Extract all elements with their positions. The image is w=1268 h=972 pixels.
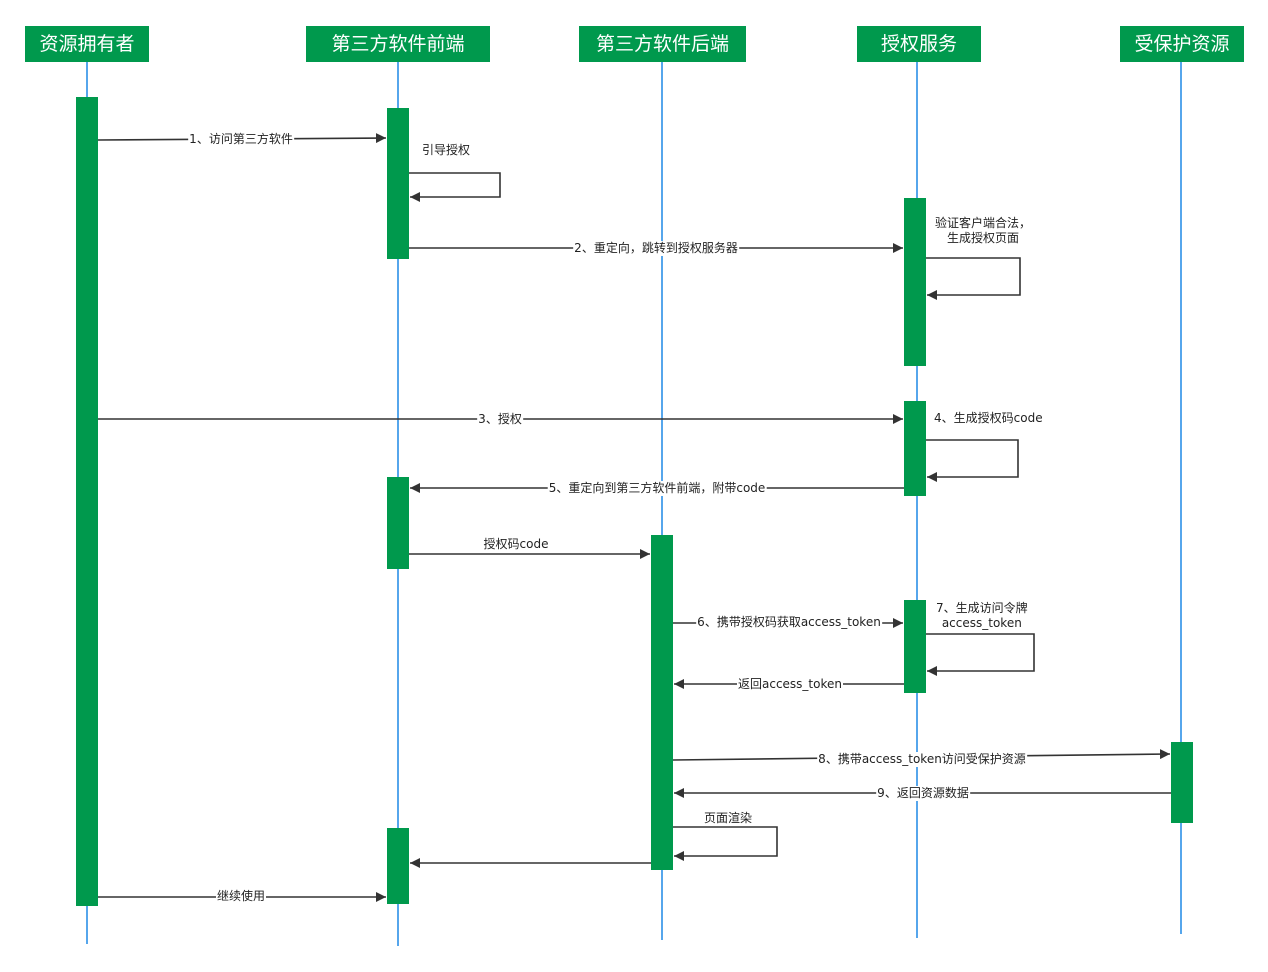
message-label-return-token: 返回access_token	[737, 677, 843, 692]
verify-line-2: 生成授权页面	[947, 231, 1020, 245]
activation-bars	[76, 97, 1193, 906]
verify-line-1: 验证客户端合法，	[935, 216, 1032, 230]
participant-auth-service: 授权服务	[857, 26, 981, 62]
activation-auth-3	[904, 600, 926, 693]
activation-frontend-1	[387, 108, 409, 259]
message-label-8: 8、携带access_token访问受保护资源	[817, 752, 1027, 767]
message-label-verify-client: 验证客户端合法， 生成授权页面	[934, 216, 1032, 246]
arrow-render-self	[673, 826, 778, 861]
arrow-m4-self	[926, 439, 1019, 482]
message-label-auth-code: 授权码code	[483, 537, 549, 551]
participant-resource-owner: 资源拥有者	[25, 26, 149, 62]
message-label-continue-use: 继续使用	[215, 889, 267, 904]
message-label-6: 6、携带授权码获取access_token	[696, 615, 882, 630]
activation-auth-2	[904, 401, 926, 496]
message-label-5: 5、重定向到第三方软件前端，附带code	[547, 481, 767, 496]
message-label-guide-auth: 引导授权	[422, 143, 471, 157]
participant-third-party-backend: 第三方软件后端	[579, 26, 746, 62]
participant-third-party-frontend: 第三方软件前端	[306, 26, 490, 62]
participant-protected-resource: 受保护资源	[1120, 26, 1244, 62]
m7-line-1: 7、生成访问令牌	[936, 601, 1028, 615]
message-label-4: 4、生成授权码code	[934, 411, 1043, 425]
arrow-guide-self	[409, 172, 501, 202]
message-label-page-render: 页面渲染	[703, 811, 753, 825]
lifelines	[86, 62, 1182, 946]
message-label-9: 9、返回资源数据	[876, 786, 970, 801]
message-label-3: 3、授权	[477, 412, 523, 427]
activation-frontend-3	[387, 828, 409, 904]
activation-backend	[651, 535, 673, 870]
message-label-2: 2、重定向，跳转到授权服务器	[573, 241, 739, 256]
activation-auth-1	[904, 198, 926, 366]
m7-line-2: access_token	[941, 616, 1022, 630]
activation-owner	[76, 97, 98, 906]
activation-frontend-2	[387, 477, 409, 569]
message-label-1: 1、访问第三方软件	[188, 132, 294, 147]
arrow-verify-self	[926, 257, 1021, 300]
message-label-7: 7、生成访问令牌 access_token	[935, 601, 1029, 631]
activation-resource	[1171, 742, 1193, 823]
arrow-m7-self	[926, 633, 1035, 676]
